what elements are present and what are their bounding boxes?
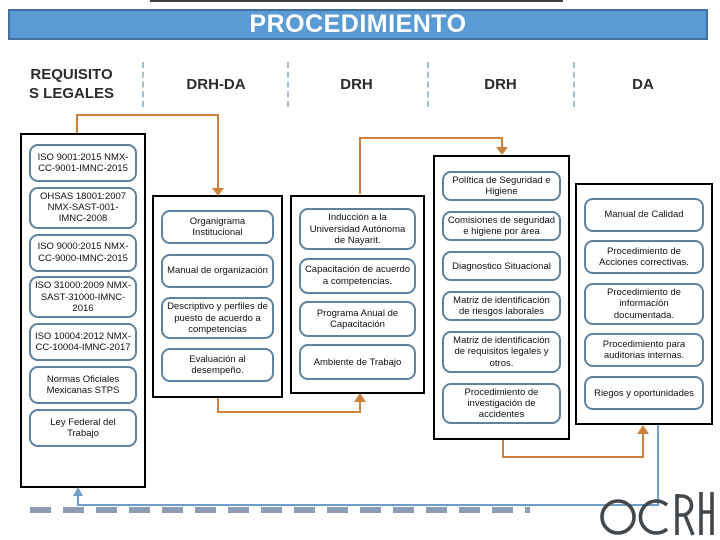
logo-letter-r — [675, 494, 695, 536]
arrowhead-up-icon — [354, 393, 366, 402]
column-drh-seguridad: Política de Seguridad e Higiene Comision… — [433, 155, 570, 440]
documento-box: Procedimiento de información documentada… — [584, 283, 704, 325]
logo-letter-c — [638, 499, 669, 535]
documento-box: Evaluación al desempeño. — [161, 348, 274, 383]
documento-box: Matriz de identificación de riesgos labo… — [442, 290, 561, 322]
column-separator — [573, 62, 575, 107]
requisito-box: ISO 9000:2015 NMX-CC-9000-IMNC-2015 — [29, 233, 137, 272]
column-requisitos-legales: ISO 9001:2015 NMX-CC-9001-IMNC-2015 OHSA… — [20, 133, 146, 488]
documento-box: Inducción a la Universidad Autónoma de N… — [299, 208, 416, 251]
documento-box: Procedimiento de Acciones correctivas. — [584, 240, 704, 275]
documento-box: Capacitación de acuerdo a competencias. — [299, 257, 416, 294]
column-header-requisitos-legales: REQUISITO S LEGALES — [14, 66, 129, 104]
requisito-box: ISO 9001:2015 NMX-CC-9001-IMNC-2015 — [29, 143, 137, 182]
requisito-box: ISO 10004:2012 NMX-CC-10004-IMNC-2017 — [29, 323, 137, 362]
documento-box: Procedimiento de investigación de accide… — [442, 382, 561, 425]
documento-box: Organigrama Institucional — [161, 210, 274, 245]
column-drh-capacitacion: Inducción a la Universidad Autónoma de N… — [290, 195, 425, 394]
documento-box: Manual de organización — [161, 253, 274, 288]
documento-box: Procedimiento para auditorias internas. — [584, 333, 704, 368]
requisito-box: ISO 31000:2009 NMX-SAST-31000-IMNC-2016 — [29, 276, 137, 319]
column-separator — [427, 62, 429, 107]
arrow-col2-to-col3 — [217, 398, 361, 413]
bottom-dashed-line — [30, 507, 530, 513]
requisito-box: OHSAS 18001:2007 NMX-SAST-001-IMNC-2008 — [29, 186, 137, 229]
column-separator — [142, 62, 144, 107]
documento-box: Descriptivo y perfiles de puesto de acue… — [161, 297, 274, 340]
page-title: PROCEDIMIENTO — [249, 10, 467, 38]
top-frame-line — [150, 0, 563, 2]
documento-box: Comisiones de seguridad e higiene por ár… — [442, 210, 561, 242]
documento-box: Matriz de identificación de requisitos l… — [442, 331, 561, 373]
column-da: Manual de Calidad Procedimiento de Accio… — [575, 183, 713, 425]
requisito-box: Ley Federal del Trabajo — [29, 409, 137, 447]
column-header-drh-1: DRH — [340, 76, 373, 93]
ocrh-logo — [600, 492, 714, 536]
documento-box: Diagnostico Situacional — [442, 251, 561, 282]
documento-box: Política de Seguridad e Higiene — [442, 170, 561, 202]
column-header-line: REQUISITO — [30, 66, 113, 83]
documento-box: Manual de Calidad — [584, 197, 704, 232]
logo-letter-h — [699, 492, 714, 535]
column-separator — [287, 62, 289, 107]
documento-box: Riegos y oportunidades — [584, 376, 704, 411]
column-header-drh-da: DRH-DA — [186, 76, 246, 93]
arrowhead-up-icon — [73, 487, 83, 496]
documento-box: Ambiente de Trabajo — [299, 344, 416, 381]
title-banner: PROCEDIMIENTO — [8, 9, 708, 40]
column-header-line: S LEGALES — [28, 84, 114, 102]
column-header-da: DA — [632, 76, 654, 93]
arrow-col5-to-col1-feedback — [77, 425, 659, 506]
requisito-box: Normas Oficiales Mexicanas STPS — [29, 366, 137, 405]
column-drh-da: Organigrama Institucional Manual de orga… — [152, 195, 283, 398]
arrowhead-down-icon — [496, 147, 508, 155]
arrowhead-up-icon — [637, 425, 649, 434]
logo-letter-o — [600, 499, 636, 535]
column-header-drh-2: DRH — [484, 76, 517, 93]
documento-box: Programa Anual de Capacitación — [299, 301, 416, 338]
